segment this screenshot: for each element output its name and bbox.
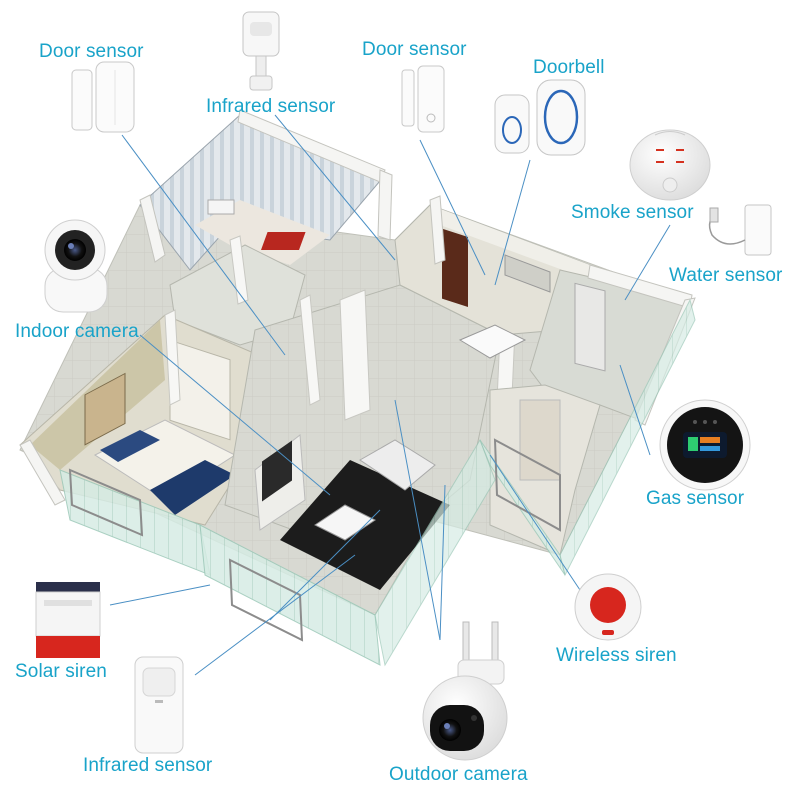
- leader-smoke-sensor: [624, 224, 671, 301]
- label-solar-siren: Solar siren: [15, 661, 107, 682]
- sofa: [359, 439, 436, 491]
- red-cabinet: [261, 232, 306, 250]
- door-sensor-mid-icon: [401, 65, 445, 133]
- label-infrared-sensor-top: Infrared sensor: [206, 96, 336, 117]
- infrared-sensor-top-icon: [242, 11, 280, 91]
- leader-lines: [109, 114, 671, 676]
- label-gas-sensor: Gas sensor: [646, 488, 745, 509]
- bathroom-fixture: [207, 199, 235, 215]
- dining-table: [458, 324, 527, 359]
- leader-solar-siren: [109, 584, 211, 606]
- label-door-sensor-left: Door sensor: [39, 41, 144, 62]
- dining-back-wall: [430, 205, 590, 280]
- water-sensor-icon: [708, 204, 772, 256]
- window-frames: [68, 438, 561, 642]
- leader-outdoor-camera: [394, 399, 441, 641]
- label-wireless-siren: Wireless siren: [556, 645, 677, 666]
- leader-wireless-siren: [489, 454, 581, 591]
- painting: [84, 372, 126, 446]
- bed-pillows: [100, 430, 160, 462]
- indoor-camera-icon: [44, 219, 108, 313]
- leader-infrared-sensor-top: [274, 114, 396, 261]
- balcony-curtain: [519, 399, 561, 481]
- label-indoor-camera: Indoor camera: [15, 321, 139, 342]
- leader-gas-sensor: [619, 364, 651, 456]
- leader-outdoor-camera-2: [439, 484, 446, 641]
- leader-outdoor-camera-3: [269, 509, 381, 621]
- leader-indoor-camera: [139, 334, 331, 496]
- fridge: [574, 282, 606, 372]
- solar-siren-icon: [35, 582, 101, 658]
- outdoor-camera-icon: [422, 621, 508, 761]
- smoke-sensor-icon: [629, 129, 711, 201]
- label-outdoor-camera: Outdoor camera: [389, 764, 528, 785]
- infrared-sensor-bottom-icon: [134, 656, 184, 754]
- tv: [262, 440, 292, 502]
- bed-cover: [150, 460, 235, 515]
- leader-doorbell: [494, 159, 531, 286]
- label-infrared-sensor-bottom: Infrared sensor: [83, 755, 213, 776]
- wireless-siren-icon: [574, 573, 642, 641]
- leader-door-sensor-left: [121, 134, 286, 356]
- leader-door-sensor-mid: [419, 139, 486, 276]
- coffee-table: [314, 504, 376, 541]
- label-water-sensor: Water sensor: [669, 265, 783, 286]
- gas-sensor-icon: [659, 399, 751, 491]
- label-doorbell: Doorbell: [533, 57, 605, 78]
- label-door-sensor-mid: Door sensor: [362, 39, 467, 60]
- house-model: [19, 109, 696, 667]
- front-door: [442, 228, 468, 308]
- wall-art-dining: [504, 254, 551, 293]
- doorbell-icon: [494, 79, 586, 156]
- label-smoke-sensor: Smoke sensor: [571, 202, 694, 223]
- glass-walls: [59, 298, 696, 667]
- door-sensor-left-icon: [71, 61, 135, 133]
